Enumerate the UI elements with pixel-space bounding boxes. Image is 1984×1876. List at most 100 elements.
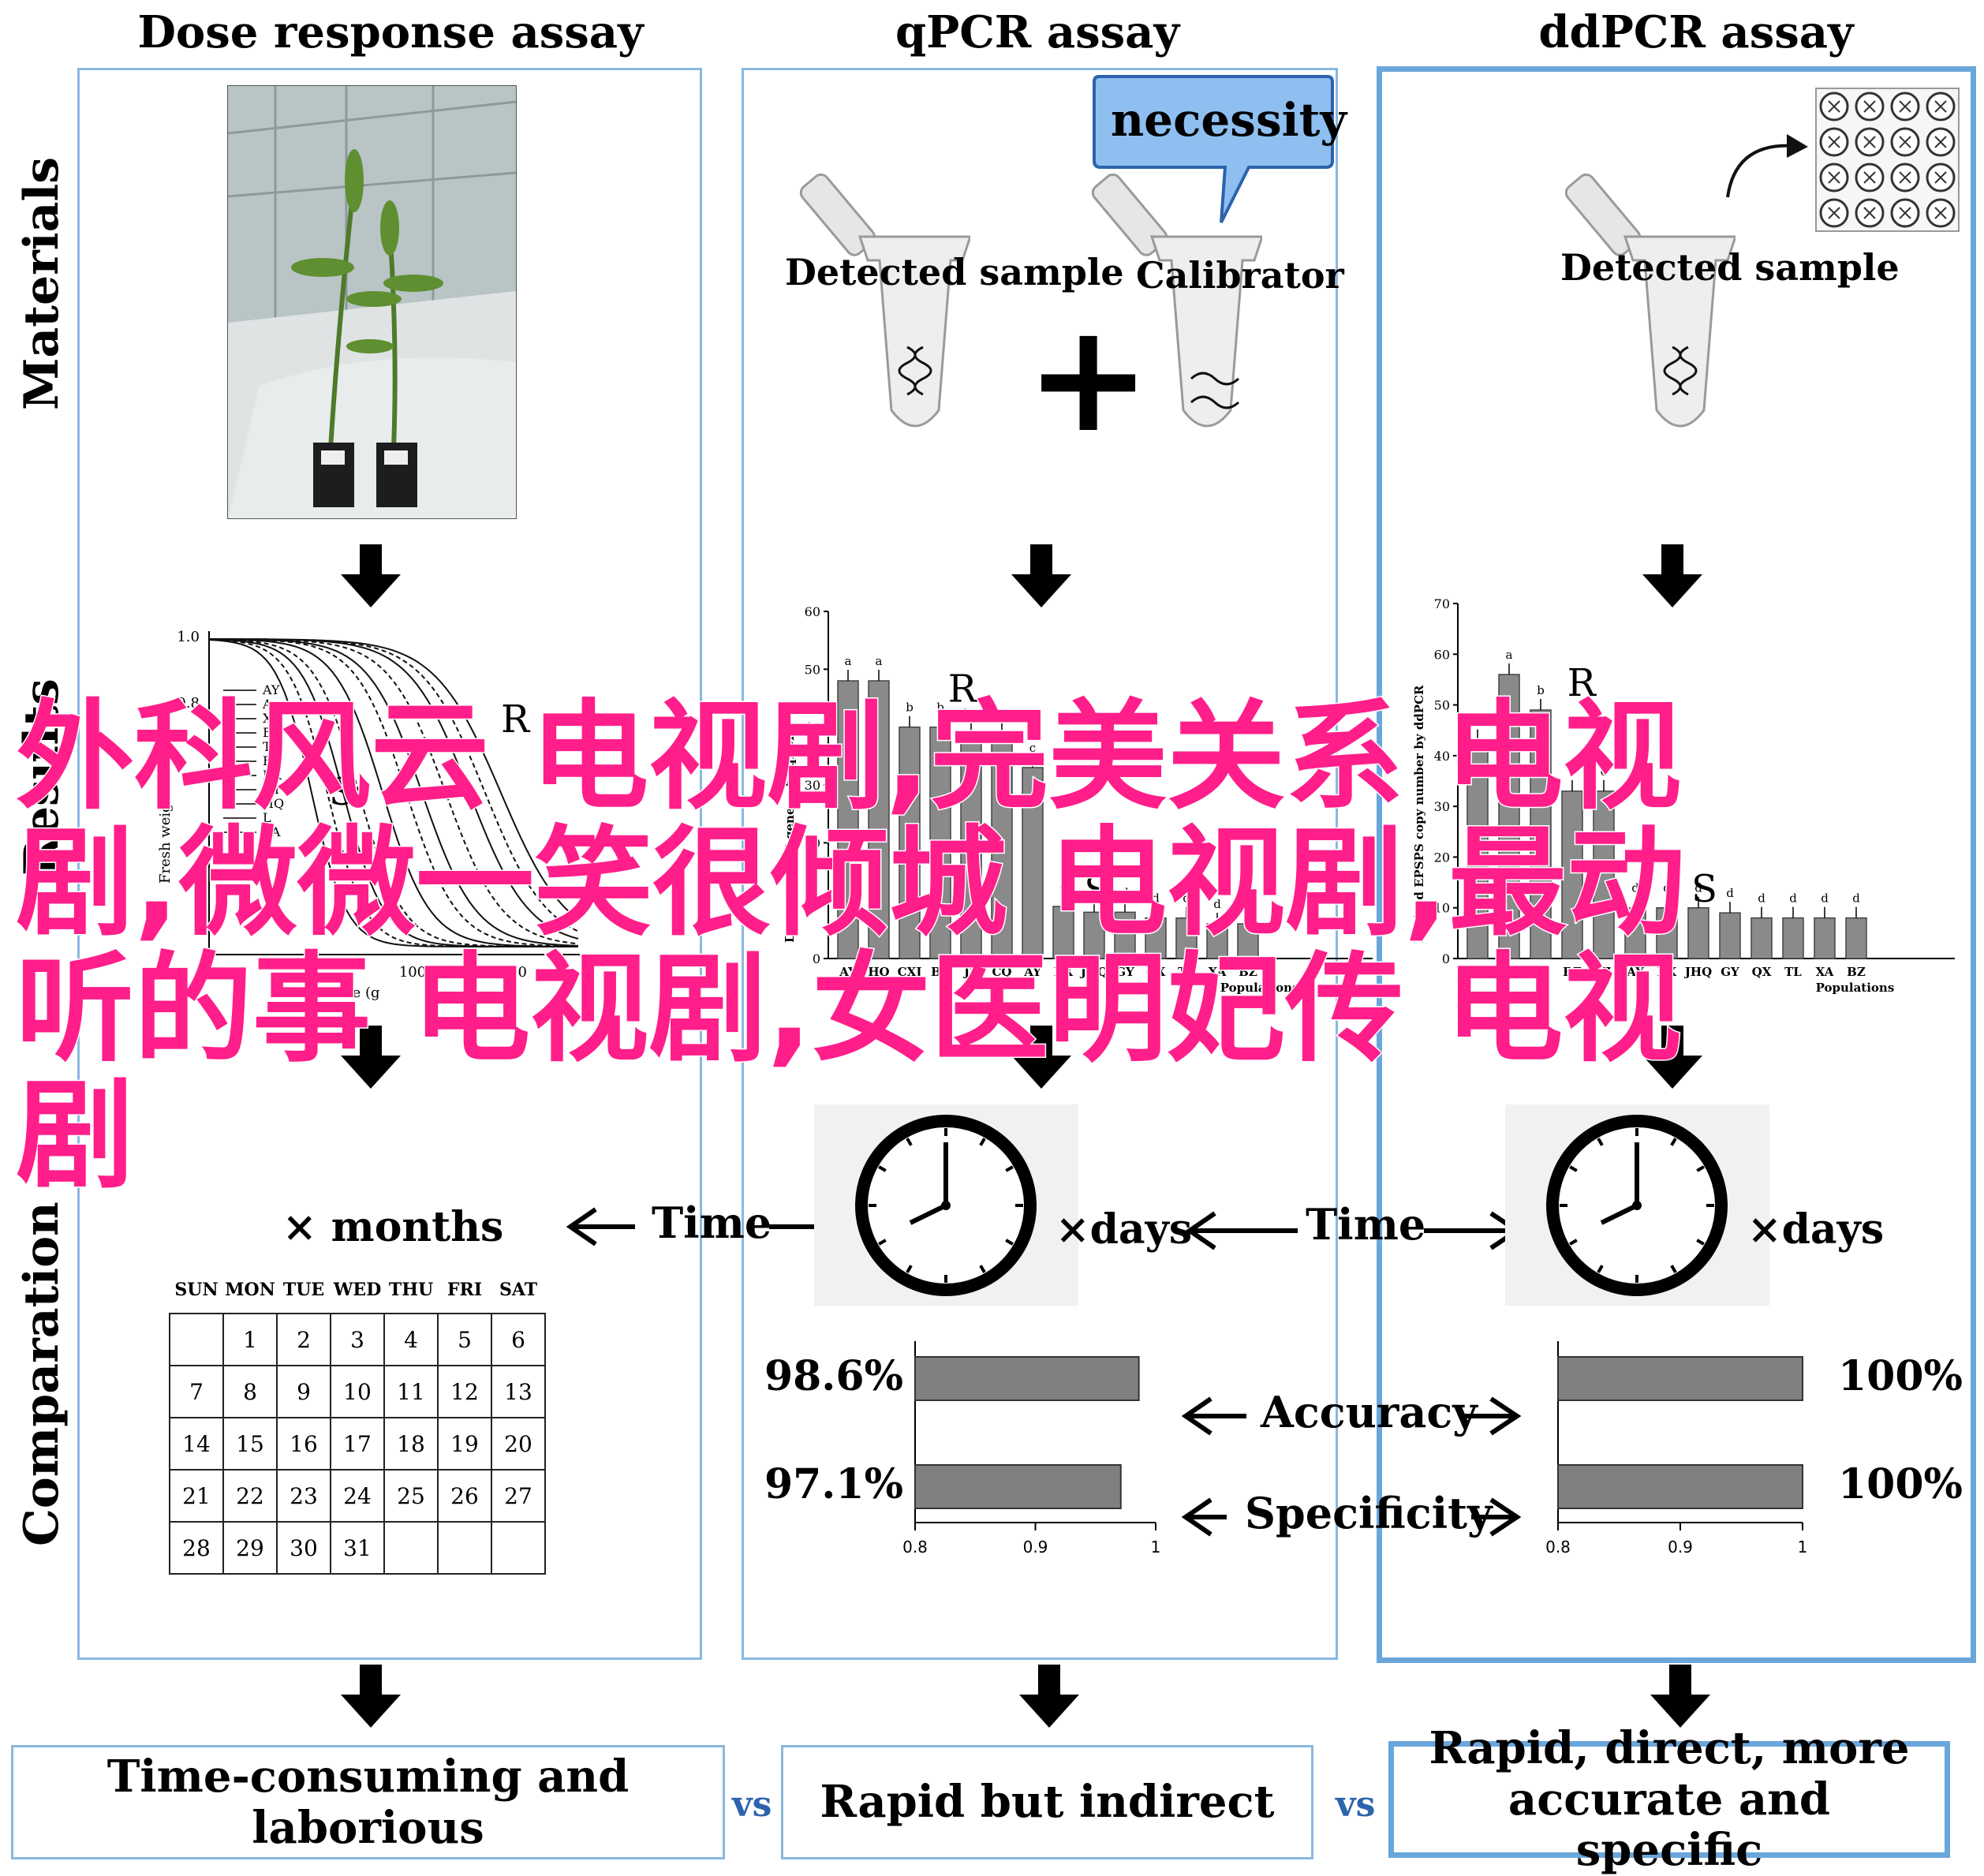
- bar-data-label: 97.1%: [764, 1460, 903, 1508]
- bar-letter-label: d: [1121, 885, 1129, 899]
- bar-letter-label: bc: [995, 706, 1009, 720]
- dose-curve: [209, 638, 579, 947]
- droplet-mark: [1899, 136, 1911, 148]
- calendar-day-cell: 7: [169, 1365, 224, 1418]
- bar-letter-label: bc: [964, 706, 978, 720]
- down-arrow-icon: [341, 1026, 401, 1089]
- x-tick-label: QX: [1752, 965, 1772, 979]
- y-tick-label: 60: [805, 604, 820, 619]
- calendar-day-cell: 5: [437, 1313, 492, 1366]
- x-axis-label: Populations: [1816, 981, 1895, 995]
- time-label-left: Time: [652, 1198, 772, 1248]
- down-arrow-icon: [1650, 1665, 1710, 1728]
- bar: [1175, 917, 1197, 959]
- x-tick-label: AY: [1023, 965, 1041, 979]
- down-arrow-icon: [1019, 1665, 1079, 1728]
- legend-entry: HQ: [263, 796, 284, 811]
- qpcr-days-label: ×days: [1056, 1205, 1193, 1254]
- bar: [914, 1464, 1122, 1509]
- x-tick-label: AY: [1626, 965, 1644, 979]
- calibrator-tube-icon: [1091, 173, 1262, 428]
- dose-xlabel: dose (g: [327, 985, 380, 1001]
- calendar-day-header: TUE: [282, 1280, 325, 1300]
- legend-entry: A: [262, 697, 272, 712]
- ddpcr-days-label: ×days: [1747, 1205, 1885, 1254]
- y-axis-label: Derived EPSPS gene ... by qPCR: [785, 731, 797, 943]
- x-tick-label: CXJ: [898, 965, 922, 979]
- plus-sign: +: [1026, 291, 1152, 465]
- legend-entry: GY: [263, 782, 282, 797]
- vs-label-left: vs: [732, 1784, 772, 1825]
- calendar-day-cell: 19: [437, 1417, 492, 1471]
- bar: [1052, 906, 1074, 959]
- detected-sample-tube-icon: [799, 173, 970, 428]
- clock-tick: [1569, 1165, 1578, 1172]
- x-tick-label: JHQ: [1079, 965, 1108, 979]
- legend-entry: B: [263, 725, 272, 740]
- bar-letter-label: d: [1758, 891, 1765, 906]
- qpcr-detected-sample-label: Detected sample: [785, 251, 1124, 293]
- droplet-mark: [1934, 207, 1947, 219]
- qpcr-summary-text: Rapid but indirect: [820, 1776, 1275, 1829]
- bar-data-label: 100%: [1838, 1352, 1963, 1400]
- down-arrow-icon: [1642, 544, 1702, 607]
- bar: [929, 726, 951, 959]
- x-tick-label: TL: [1178, 965, 1195, 979]
- calendar-day-cell: [169, 1313, 224, 1366]
- clock-tick: [1670, 1138, 1677, 1146]
- legend-entry: X: [263, 711, 272, 726]
- calendar-day-header: FRI: [446, 1280, 483, 1300]
- dose-ytick: 1.0: [177, 629, 200, 645]
- column-title-dose: Dose response assay: [137, 6, 644, 58]
- calendar-day-cell: 6: [491, 1313, 546, 1366]
- bar: [1114, 911, 1136, 959]
- bar-letter-label: d: [1183, 891, 1190, 906]
- dose-response-chart: 1.0 0.8 100 1000 dose (g Fresh weight R …: [157, 629, 580, 1001]
- row-label-materials: Materials: [14, 156, 69, 410]
- x-tick-label: JZ: [1595, 965, 1611, 979]
- curved-arrow-icon: [1726, 134, 1808, 198]
- bar-data-label: 100%: [1838, 1460, 1963, 1508]
- bar: [868, 680, 890, 959]
- clock-icon: [855, 1115, 1037, 1296]
- x-tick-label: XA: [1816, 965, 1834, 979]
- dose-summary-box: Time-consuming and laborious: [11, 1745, 725, 1859]
- x-tick-label: GY: [1721, 965, 1739, 979]
- calendar-day-cell: 12: [437, 1365, 492, 1418]
- bar: [1782, 917, 1804, 959]
- x-tick-label: NI: [1470, 965, 1486, 979]
- bar-letter-label: c: [1569, 764, 1575, 779]
- calendar-day-cell: 17: [330, 1417, 385, 1471]
- droplet-mark: [1863, 207, 1876, 219]
- calendar-day-cell: 10: [330, 1365, 385, 1418]
- letter-s: S: [1691, 867, 1717, 911]
- calendar-day-cell: [491, 1521, 546, 1575]
- y-tick-label: 30: [805, 778, 820, 793]
- calendar-day-cell: 4: [383, 1313, 439, 1366]
- clock-tick: [1670, 1265, 1677, 1273]
- calendar-day-cell: [437, 1521, 492, 1575]
- bar-letter-label: d: [1821, 891, 1829, 906]
- clock-tick: [979, 1138, 986, 1146]
- bar-letter-label: d: [1694, 881, 1702, 895]
- bar-letter-label: d: [1663, 881, 1671, 895]
- bar: [1022, 767, 1044, 959]
- bar-letter-label: d: [1059, 880, 1067, 894]
- down-arrow-icon: [1011, 1026, 1071, 1089]
- necessity-callout-shape: [1093, 75, 1334, 223]
- bar: [1557, 1356, 1803, 1401]
- calendar-day-header: SUN: [174, 1280, 219, 1300]
- y-axis-label: Derived EPSPS copy number by ddPCR: [1412, 685, 1426, 943]
- accuracy-double-arrow-icon: [1181, 1396, 1522, 1436]
- calendar-day-header: MON: [225, 1280, 275, 1300]
- calendar-day-cell: 16: [276, 1417, 331, 1471]
- y-tick-label: 50: [805, 662, 820, 677]
- x-tick-label: BZ: [1239, 965, 1257, 979]
- ddpcr-clock-box: [1505, 1104, 1769, 1306]
- clock-tick: [906, 1265, 913, 1273]
- x-tick-label: DX: [1657, 965, 1677, 979]
- droplet-mark: [1863, 100, 1876, 113]
- column-title-qpcr: qPCR assay: [895, 6, 1180, 58]
